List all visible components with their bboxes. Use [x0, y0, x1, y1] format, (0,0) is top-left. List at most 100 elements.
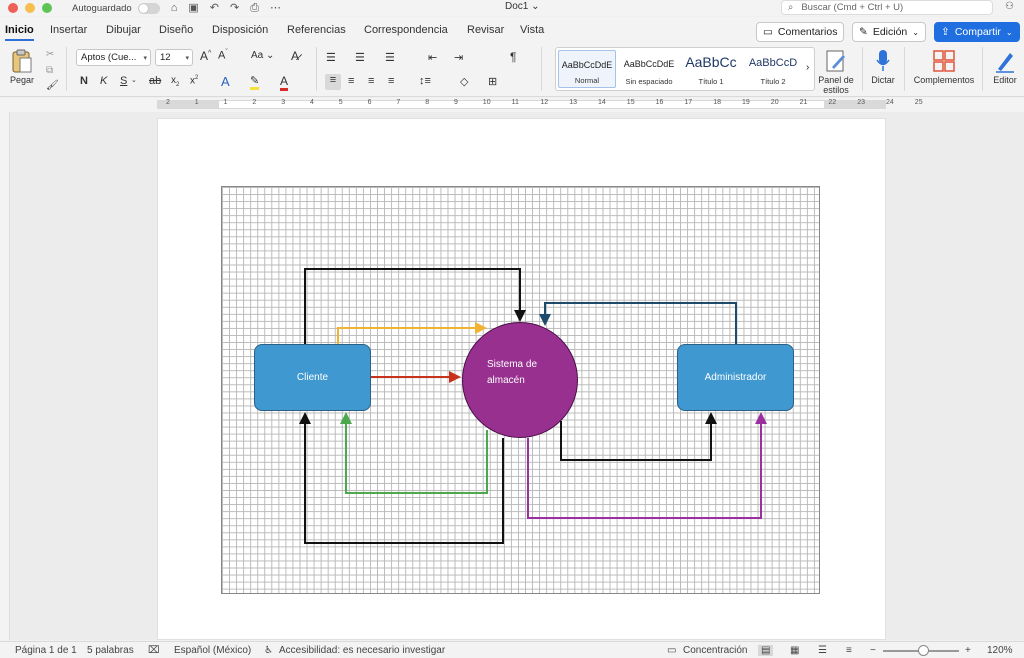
- web-layout-view-icon[interactable]: ▦: [790, 645, 800, 656]
- language-indicator[interactable]: Español (México): [174, 645, 252, 656]
- page-count[interactable]: Página 1 de 1: [15, 645, 77, 656]
- tab-insertar[interactable]: Insertar: [50, 24, 88, 36]
- clear-formatting-icon[interactable]: A̷: [291, 49, 300, 63]
- share-button[interactable]: ⇪Compartir⌄: [934, 22, 1020, 42]
- editing-mode-button[interactable]: ✎Edición⌄: [852, 22, 926, 42]
- shrink-font-icon[interactable]: Aˇ: [218, 49, 228, 62]
- accessibility-status[interactable]: Accesibilidad: es necesario investigar: [279, 645, 446, 656]
- search-icon: ⌕: [788, 2, 794, 13]
- tab-dibujar[interactable]: Dibujar: [106, 24, 141, 36]
- align-center-icon[interactable]: ≡: [348, 75, 355, 87]
- pilcrow-icon[interactable]: ¶: [510, 50, 517, 64]
- outline-view-icon[interactable]: ☰: [818, 645, 827, 656]
- align-left-icon[interactable]: ≡: [325, 74, 341, 90]
- client-entity[interactable]: Cliente: [254, 344, 371, 411]
- search-input[interactable]: ⌕ Buscar (Cmd + Ctrl + U): [781, 0, 993, 15]
- styles-gallery: AaBbCcDdE Normal AaBbCcDdE Sin espaciado…: [555, 47, 815, 91]
- focus-icon: ▭: [667, 645, 677, 656]
- zoom-slider-handle[interactable]: [918, 645, 929, 656]
- ruler-number: 5: [338, 99, 343, 106]
- undo-icon[interactable]: ↶: [209, 1, 219, 14]
- minimize-window-button[interactable]: [25, 3, 35, 13]
- justify-icon[interactable]: ≡: [388, 75, 395, 87]
- print-icon[interactable]: ⎙: [250, 1, 260, 14]
- shading-icon[interactable]: ◇: [460, 76, 469, 88]
- print-layout-view-icon[interactable]: ▤: [758, 645, 774, 656]
- draft-view-icon[interactable]: ≡: [846, 645, 852, 656]
- editor-button[interactable]: Editor: [988, 47, 1022, 85]
- zoom-level[interactable]: 120%: [987, 645, 1013, 656]
- styles-pane-icon: [815, 47, 857, 75]
- tab-vista[interactable]: Vista: [520, 24, 545, 36]
- italic-button[interactable]: K: [100, 75, 108, 87]
- font-name-dropdown[interactable]: Aptos (Cue...▾: [76, 49, 151, 66]
- copy-icon[interactable]: ⧉: [46, 65, 54, 76]
- more-icon[interactable]: ⋯: [270, 1, 282, 14]
- tab-referencias[interactable]: Referencias: [287, 24, 346, 36]
- proofing-icon[interactable]: ⌧: [148, 645, 160, 656]
- tab-revisar[interactable]: Revisar: [467, 24, 505, 36]
- paste-button[interactable]: Pegar: [6, 47, 38, 85]
- grow-font-icon[interactable]: A^: [200, 49, 212, 63]
- focus-mode-button[interactable]: Concentración: [683, 645, 748, 656]
- word-count[interactable]: 5 palabras: [87, 645, 134, 656]
- dictate-button[interactable]: Dictar: [866, 47, 900, 85]
- window-controls: [8, 3, 52, 13]
- ruler-number: 20: [770, 99, 779, 106]
- home-icon[interactable]: ⌂: [170, 1, 178, 14]
- decrease-indent-icon[interactable]: ⇤: [428, 52, 438, 64]
- people-icon[interactable]: ⚇: [1005, 1, 1014, 12]
- vertical-ruler[interactable]: [0, 112, 10, 640]
- chevron-down-icon[interactable]: ⌄: [131, 77, 137, 84]
- document-title[interactable]: Doc1 ⌄: [505, 1, 540, 12]
- increase-indent-icon[interactable]: ⇥: [454, 52, 464, 64]
- borders-icon[interactable]: ⊞: [488, 76, 498, 88]
- microphone-icon: [866, 47, 900, 75]
- admin-entity[interactable]: Administrador: [677, 344, 794, 411]
- styles-pane-button[interactable]: Panel de estilos: [815, 47, 857, 96]
- zoom-out-button[interactable]: −: [870, 645, 876, 656]
- save-icon[interactable]: ▣: [188, 1, 199, 14]
- bullets-icon[interactable]: ☰: [326, 52, 336, 64]
- format-painter-icon[interactable]: 🖌: [46, 80, 59, 91]
- ruler-number: 10: [482, 99, 491, 106]
- style-heading-1[interactable]: AaBbCc Título 1: [685, 54, 737, 86]
- text-effects-icon[interactable]: A: [221, 74, 230, 89]
- style-heading-2[interactable]: AaBbCcD Título 2: [748, 57, 798, 86]
- underline-button[interactable]: S: [120, 75, 128, 87]
- addins-button[interactable]: Complementos: [910, 47, 978, 85]
- tab-diseno[interactable]: Diseño: [159, 24, 194, 36]
- change-case-icon[interactable]: Aa ⌄: [251, 50, 275, 61]
- numbering-icon[interactable]: ☰: [355, 52, 365, 64]
- system-label-line1: Sistema de: [487, 359, 538, 370]
- warehouse-system-process[interactable]: Sistema de almacén: [462, 322, 578, 438]
- style-no-spacing[interactable]: AaBbCcDdE Sin espaciado: [623, 59, 675, 86]
- align-right-icon[interactable]: ≡: [368, 75, 375, 87]
- tab-correspondencia[interactable]: Correspondencia: [364, 24, 448, 36]
- highlight-icon[interactable]: ✎: [250, 74, 260, 90]
- strikethrough-icon[interactable]: ab: [149, 75, 162, 87]
- zoom-window-button[interactable]: [42, 3, 52, 13]
- addins-icon: [910, 47, 978, 75]
- system-label-line2: almacén: [487, 375, 525, 386]
- bold-button[interactable]: N: [80, 75, 88, 87]
- close-window-button[interactable]: [8, 3, 18, 13]
- tab-disposicion[interactable]: Disposición: [212, 24, 269, 36]
- ruler-number: 14: [598, 99, 606, 106]
- superscript-icon[interactable]: x2: [190, 75, 199, 87]
- cut-icon[interactable]: ✂: [46, 49, 55, 60]
- font-color-icon[interactable]: A: [280, 74, 289, 91]
- style-normal[interactable]: AaBbCcDdE Normal: [558, 50, 616, 88]
- chevron-right-icon[interactable]: ›: [806, 62, 810, 73]
- comments-button[interactable]: ▭Comentarios: [756, 22, 844, 42]
- autosave-toggle[interactable]: [137, 2, 160, 14]
- line-spacing-icon[interactable]: ↕≡: [419, 75, 431, 87]
- multilevel-list-icon[interactable]: ☰: [385, 52, 395, 64]
- redo-icon[interactable]: ↷: [229, 1, 240, 14]
- tab-inicio[interactable]: Inicio: [5, 24, 34, 41]
- zoom-in-button[interactable]: +: [965, 645, 971, 656]
- font-size-dropdown[interactable]: 12▾: [155, 49, 193, 66]
- ruler-number: 19: [742, 99, 750, 106]
- subscript-icon[interactable]: x2: [171, 75, 180, 88]
